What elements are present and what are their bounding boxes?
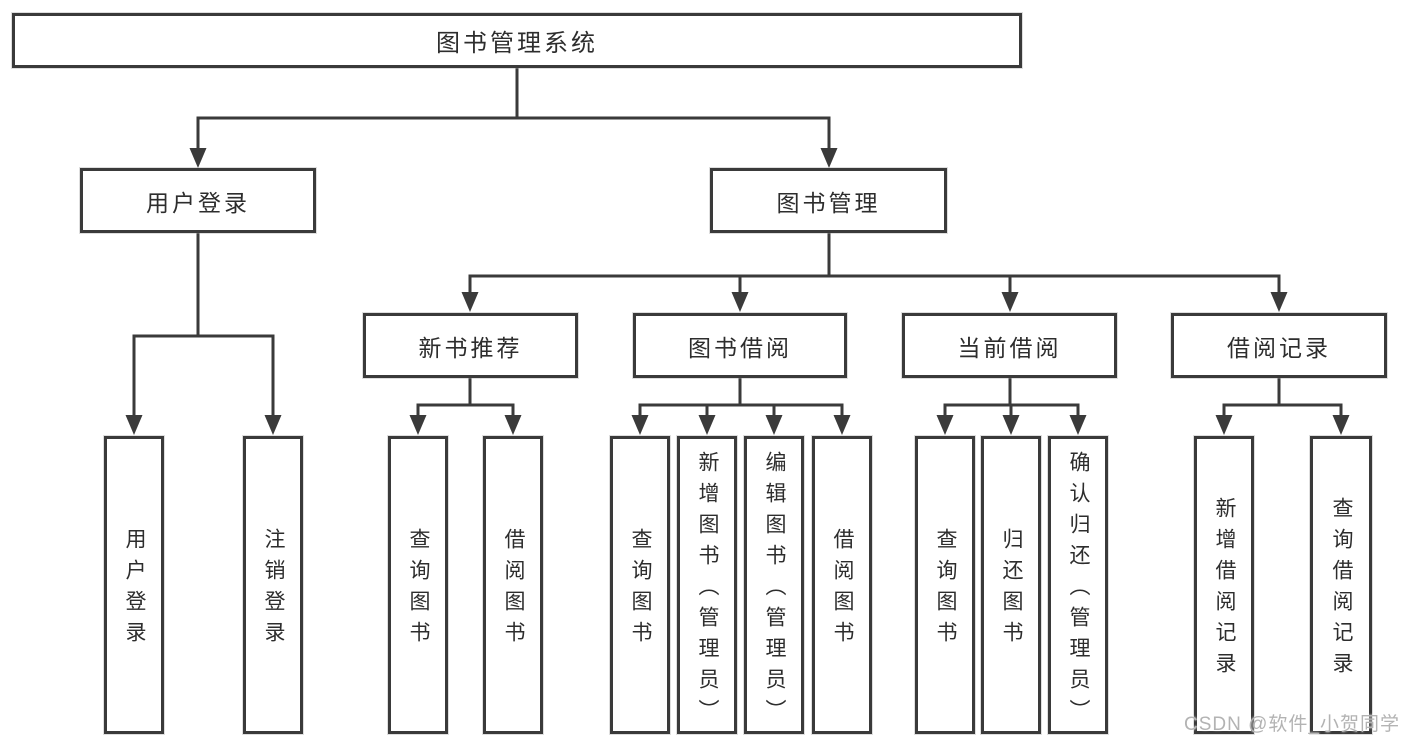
node-borrowing-records: 借阅记录 — [1171, 313, 1387, 378]
node-label: 图书借阅 — [688, 334, 792, 361]
arrowhead — [189, 148, 207, 168]
node-label: 确认归还（管理员） — [1067, 450, 1090, 730]
arrowhead — [936, 415, 954, 435]
leaf-query-borrow-record: 查询借阅记录 — [1310, 436, 1372, 734]
leaf-user-login: 用户登录 — [104, 436, 164, 734]
node-book-management: 图书管理 — [710, 168, 947, 233]
connector-user-login-children — [125, 233, 282, 435]
leaf-query-books-current: 查询图书 — [915, 436, 975, 734]
node-book-borrowing: 图书借阅 — [633, 313, 847, 378]
arrowhead — [1332, 415, 1350, 435]
node-library-management-system: 图书管理系统 — [12, 13, 1022, 68]
leaf-confirm-return-admin: 确认归还（管理员） — [1048, 436, 1108, 734]
node-label: 借阅记录 — [1227, 334, 1331, 361]
arrowhead — [1270, 292, 1288, 312]
leaf-add-borrow-record: 新增借阅记录 — [1194, 436, 1254, 734]
leaf-query-books-borrowing: 查询图书 — [610, 436, 670, 734]
arrowhead — [820, 148, 838, 168]
node-label: 查询图书 — [629, 528, 652, 652]
leaf-edit-book-admin: 编辑图书（管理员） — [744, 436, 804, 734]
node-user-login: 用户登录 — [80, 168, 316, 233]
node-label: 注销登录 — [262, 528, 285, 652]
leaf-borrow-books-newbooks: 借阅图书 — [483, 436, 543, 734]
node-new-book-recommend: 新书推荐 — [363, 313, 578, 378]
connector-book-management-to-level3 — [461, 233, 1288, 312]
arrowhead — [698, 415, 716, 435]
leaf-borrow-books-borrowing: 借阅图书 — [812, 436, 872, 734]
node-label: 借阅图书 — [502, 528, 525, 652]
node-label: 查询借阅记录 — [1330, 497, 1353, 683]
node-label: 用户登录 — [146, 189, 250, 216]
arrowhead — [631, 415, 649, 435]
arrowhead — [833, 415, 851, 435]
node-label: 查询图书 — [407, 528, 430, 652]
arrowhead — [1002, 415, 1020, 435]
node-label: 新书推荐 — [418, 334, 523, 361]
arrowhead — [1069, 415, 1087, 435]
connector-root-to-level2 — [189, 68, 838, 168]
arrowhead — [765, 415, 783, 435]
arrowhead — [409, 415, 427, 435]
connector-book-borrow-children — [631, 378, 851, 435]
node-label: 新增图书（管理员） — [696, 450, 719, 730]
node-label: 当前借阅 — [957, 334, 1062, 361]
node-label: 图书管理系统 — [436, 30, 598, 57]
arrowhead — [731, 292, 749, 312]
arrowhead — [1001, 292, 1019, 312]
arrowhead — [1215, 415, 1233, 435]
arrowhead — [125, 415, 143, 435]
watermark: CSDN @软件_小贺同学 — [1184, 714, 1400, 735]
leaf-add-book-admin: 新增图书（管理员） — [677, 436, 737, 734]
connector-borrow-records-children — [1215, 378, 1350, 435]
leaf-query-books-newbooks: 查询图书 — [388, 436, 448, 734]
node-label: 归还图书 — [1000, 528, 1023, 652]
node-label: 编辑图书（管理员） — [763, 450, 786, 730]
node-label: 新增借阅记录 — [1213, 497, 1236, 683]
node-label: 用户登录 — [123, 528, 146, 652]
node-label: 借阅图书 — [831, 528, 854, 652]
arrowhead — [264, 415, 282, 435]
leaf-logout-login: 注销登录 — [243, 436, 303, 734]
leaf-return-books: 归还图书 — [981, 436, 1041, 734]
arrowhead — [461, 292, 479, 312]
node-label: 图书管理 — [776, 189, 881, 216]
node-current-borrowing: 当前借阅 — [902, 313, 1117, 378]
node-label: 查询图书 — [934, 528, 957, 652]
arrowhead — [504, 415, 522, 435]
connector-new-books-children — [409, 378, 522, 435]
connector-current-borrow-children — [936, 378, 1087, 435]
